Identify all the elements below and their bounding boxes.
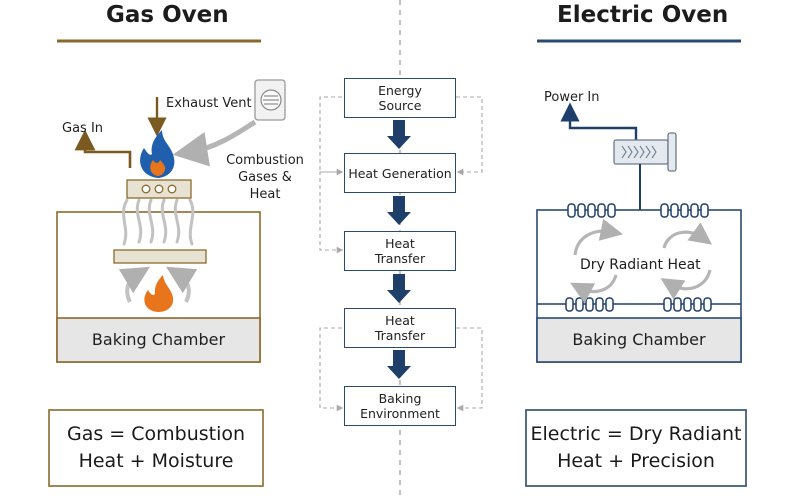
electric-baking-chamber-label: Baking Chamber [572,330,706,349]
flow-step-line1: Heat [385,313,415,328]
flow-dashed-connectors [319,96,483,412]
flow-step-line1: Baking [378,391,422,406]
gas-baking-chamber-band [56,317,261,363]
flow-step-heat-generation: Heat Generation [344,153,456,193]
combustion-gases-arrow [172,119,257,167]
flow-step-line1: Heat [385,236,415,251]
burner-icon [126,179,192,199]
flow-step-line2: Source [378,98,422,113]
gas-summary-box [48,409,264,487]
exhaust-vent-label: Exhaust Vent [166,96,252,111]
flow-step-line2: Transfer [374,251,426,266]
electric-summary-line2: Heat + Precision [557,450,715,472]
dry-radiant-heat-label: Dry Radiant Heat [580,257,701,273]
power-in-wire [560,102,638,140]
combustion-label: Combustion Gases & Heat [226,152,304,203]
electric-oven-title: Electric Oven [557,2,729,28]
radiant-circulation-arrows [570,218,713,304]
combustion-label-line1: Combustion [226,153,304,168]
flow-step-line2: Transfer [374,328,426,343]
combustion-label-line3: Heat [249,187,281,202]
gas-baffle-plate [113,249,207,264]
heating-coil-icon [567,203,709,218]
lower-flame-icon [118,266,198,312]
flow-step-line1: Energy [378,83,422,98]
electric-summary-text: Electric = Dry Radiant Heat + Precision [526,421,746,475]
gas-heat-flow-lines [122,198,195,246]
electric-summary-box [525,409,747,487]
gas-oven-title: Gas Oven [106,2,229,28]
electric-summary-line1: Electric = Dry Radiant [530,423,742,445]
gas-summary-text: Gas = Combustion Heat + Moisture [49,421,263,475]
power-in-label: Power In [544,90,600,105]
flow-arrows [387,120,411,379]
vent-icon [254,79,286,121]
heater-icon [613,132,677,172]
gas-in-pipe [74,129,132,168]
gas-baking-chamber-label: Baking Chamber [91,330,226,349]
gas-summary-line2: Heat + Moisture [78,450,234,472]
flame-icon [140,130,175,178]
combustion-label-line2: Gases & [238,170,292,185]
gas-summary-line1: Gas = Combustion [66,423,246,445]
electric-baking-chamber-band [536,317,742,363]
gas-in-label: Gas In [62,121,104,136]
flow-step-line1: Heat Generation [348,165,452,181]
flow-step-line2: Environment [360,406,440,421]
